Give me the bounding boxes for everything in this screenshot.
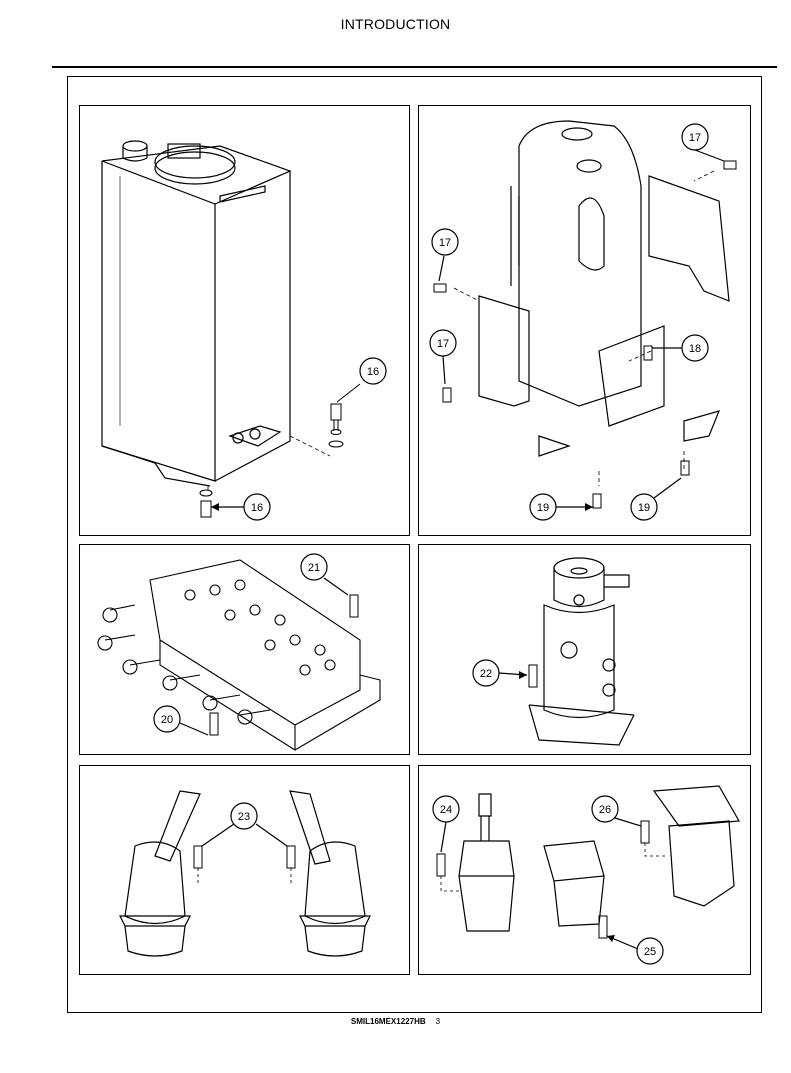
hydraulic-tank-illustration: 16 16 [101, 140, 387, 521]
callout-22: 22 [472, 659, 528, 687]
callout-label: 24 [440, 804, 452, 816]
callout-label: 19 [537, 502, 549, 514]
callout-label: 26 [599, 804, 611, 816]
panel-control-valve: 21 20 [79, 544, 410, 755]
panel-swivel-joint: 22 [418, 544, 751, 755]
callout-26: 26 [591, 795, 642, 827]
callout-17-top: 17 [681, 123, 725, 162]
pilot-controls-illustration: 24 26 25 [432, 785, 740, 965]
callout-label: 17 [689, 132, 701, 144]
callout-label: 25 [644, 946, 656, 958]
swivel-joint-illustration: 22 [472, 557, 635, 746]
control-valve-illustration: 21 20 [97, 553, 381, 751]
callout-label: 17 [439, 237, 451, 249]
page-number: 3 [435, 1017, 441, 1026]
header-rule [52, 66, 777, 68]
callout-label: 20 [161, 714, 173, 726]
callout-label: 23 [238, 811, 250, 823]
page-footer: SMIL16MEX1227HB 3 [0, 1017, 791, 1026]
callout-19a: 19 [529, 493, 593, 521]
callout-label: 16 [251, 502, 263, 514]
panel-pilot-controls: 24 26 25 [418, 765, 751, 975]
callout-label: 19 [638, 502, 650, 514]
callout-18: 18 [652, 334, 709, 362]
callout-label: 18 [689, 343, 701, 355]
document-code: SMIL16MEX1227HB [350, 1017, 426, 1026]
callout-24: 24 [432, 795, 460, 853]
callout-25: 25 [606, 935, 664, 965]
callout-label: 21 [308, 562, 320, 574]
panel-joysticks: 23 [79, 765, 410, 975]
callout-16b: 16 [211, 493, 271, 521]
page-title: INTRODUCTION [340, 16, 451, 32]
tank-mounting-illustration: 17 17 17 18 19 19 [429, 120, 737, 521]
callout-19b: 19 [630, 477, 682, 521]
callout-21: 21 [300, 553, 349, 596]
callout-label: 22 [480, 668, 492, 680]
callout-20: 20 [153, 705, 209, 736]
callout-17-low: 17 [429, 329, 457, 385]
figure-frame [67, 76, 762, 1013]
panel-tank-mounting: 17 17 17 18 19 19 [418, 105, 751, 536]
callout-label: 17 [437, 338, 449, 350]
callout-16a: 16 [359, 357, 387, 385]
callout-label: 16 [367, 366, 379, 378]
callout-23: 23 [201, 802, 288, 847]
joysticks-illustration: 23 [119, 790, 371, 957]
panel-hydraulic-tank: 16 16 [79, 105, 410, 536]
callout-17-mid: 17 [431, 228, 459, 282]
